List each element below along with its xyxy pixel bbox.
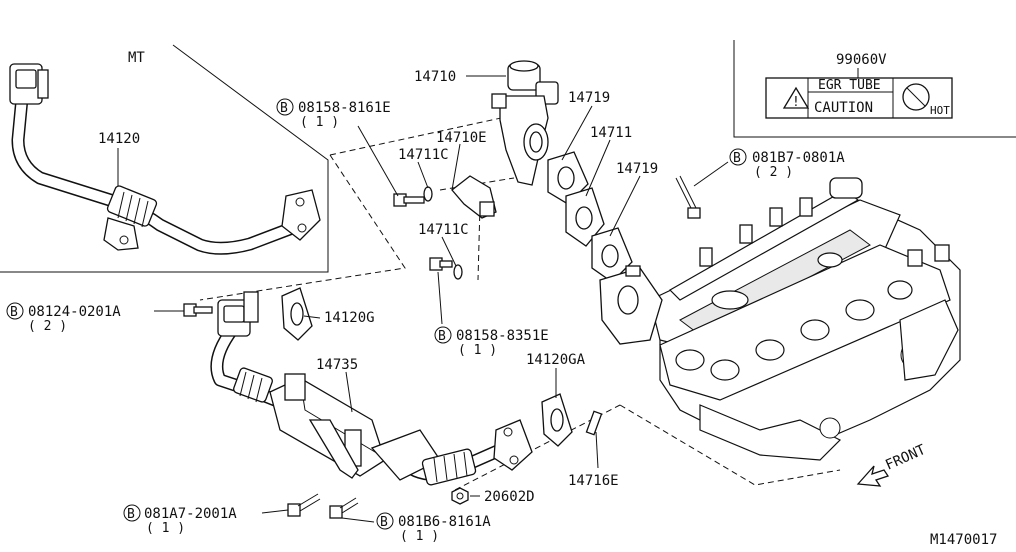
- gasket-14719-upper: [547, 151, 589, 205]
- bolt-qty: ( 1 ): [400, 529, 439, 544]
- egr-main-tube: [210, 291, 533, 486]
- gasket-14120g: [281, 287, 313, 341]
- bolt-mark: B: [733, 151, 741, 166]
- egr-tube-14711: [565, 187, 605, 247]
- caution-line-2: CAUTION: [814, 100, 873, 116]
- bolt-callout-08158-8161e: B 08158-8161E ( 1 ): [276, 98, 391, 130]
- svg-text:!: !: [792, 95, 800, 110]
- inset-end-flange: [281, 189, 321, 241]
- bolt-mark: B: [127, 507, 135, 522]
- caution-hot-text: HOT: [930, 104, 950, 117]
- bolt-number: 081A7-2001A: [144, 506, 237, 522]
- bolt-mark: B: [10, 305, 18, 320]
- bolt-mark: B: [438, 329, 446, 344]
- bolt-callout-081b6-8161a: B 081B6-8161A ( 1 ): [376, 512, 491, 544]
- egr-valve: [491, 60, 559, 186]
- callout-14120g: 14120G: [324, 310, 375, 326]
- front-direction-indicator: FRONT: [856, 442, 929, 487]
- bolt-number: 081B7-0801A: [752, 150, 845, 166]
- bolt-washer-upper: [393, 186, 433, 207]
- bolt-qty: ( 2 ): [28, 319, 67, 334]
- bolt-washer-lower: [429, 257, 463, 280]
- callout-14710: 14710: [414, 69, 456, 85]
- gasket-14719-lower: [591, 227, 633, 283]
- bolt-callout-08158-8351e: B 08158-8351E ( 1 ): [434, 326, 549, 358]
- bolt-mark: B: [380, 515, 388, 530]
- front-arrow-icon: [856, 465, 890, 487]
- inset-bellows: [106, 185, 158, 228]
- bolt-callout-081a7-2001a: B 081A7-2001A ( 1 ): [123, 504, 237, 536]
- inset-part-label: 14120: [98, 131, 140, 147]
- bolt-number: 08124-0201A: [28, 304, 121, 320]
- bolt-qty: ( 1 ): [300, 115, 339, 130]
- inset-mt-label: MT: [128, 50, 145, 66]
- egr-outlet-flange: [599, 265, 663, 345]
- bolt-081a7: [287, 493, 321, 517]
- bolt-081b6: [329, 497, 359, 519]
- inset-upper-flange: [9, 63, 49, 105]
- callout-14719-upper: 14719: [568, 90, 610, 106]
- caution-part-number: 99060V: [836, 52, 887, 68]
- front-label: FRONT: [883, 442, 929, 474]
- bolt-081b7: [675, 175, 701, 219]
- mt-inset: MT 14120: [0, 44, 329, 273]
- warning-triangle-icon: [782, 86, 810, 109]
- bolt-number: 08158-8351E: [456, 328, 549, 344]
- gasket-14120ga: [541, 393, 573, 447]
- bolt-qty: ( 2 ): [754, 165, 793, 180]
- figure-id: M1470017: [930, 532, 997, 548]
- nut-20602d: [451, 487, 469, 505]
- bolt-callout-081b7-0801a: B 081B7-0801A ( 2 ): [729, 148, 845, 180]
- bolt-mark: B: [280, 101, 288, 116]
- callout-14120ga: 14120GA: [526, 352, 586, 368]
- caution-line-1: EGR TUBE: [818, 78, 881, 93]
- caution-label-box: 99060V ! EGR TUBE CAUTION HOT: [733, 40, 1016, 138]
- callout-14735: 14735: [316, 357, 358, 373]
- callout-14711: 14711: [590, 125, 632, 141]
- bolt-number: 08158-8161E: [298, 100, 391, 116]
- bolt-callout-08124-0201a: B 08124-0201A ( 2 ): [6, 302, 121, 334]
- callout-14710e: 14710E: [436, 130, 487, 146]
- callout-14719-lower: 14719: [616, 161, 658, 177]
- callout-14711c-lower: 14711C: [418, 222, 469, 238]
- bolt-qty: ( 1 ): [146, 521, 185, 536]
- bolt-08124: [183, 303, 213, 317]
- callout-14711c-upper: 14711C: [398, 147, 449, 163]
- stud-14716e: [585, 410, 603, 436]
- cylinder-head-engine: [649, 177, 961, 461]
- egr-adapter: [451, 175, 497, 219]
- bolt-qty: ( 1 ): [458, 343, 497, 358]
- bolt-number: 081B6-8161A: [398, 514, 491, 530]
- callout-14716e: 14716E: [568, 473, 619, 489]
- callout-20602d: 20602D: [484, 489, 535, 505]
